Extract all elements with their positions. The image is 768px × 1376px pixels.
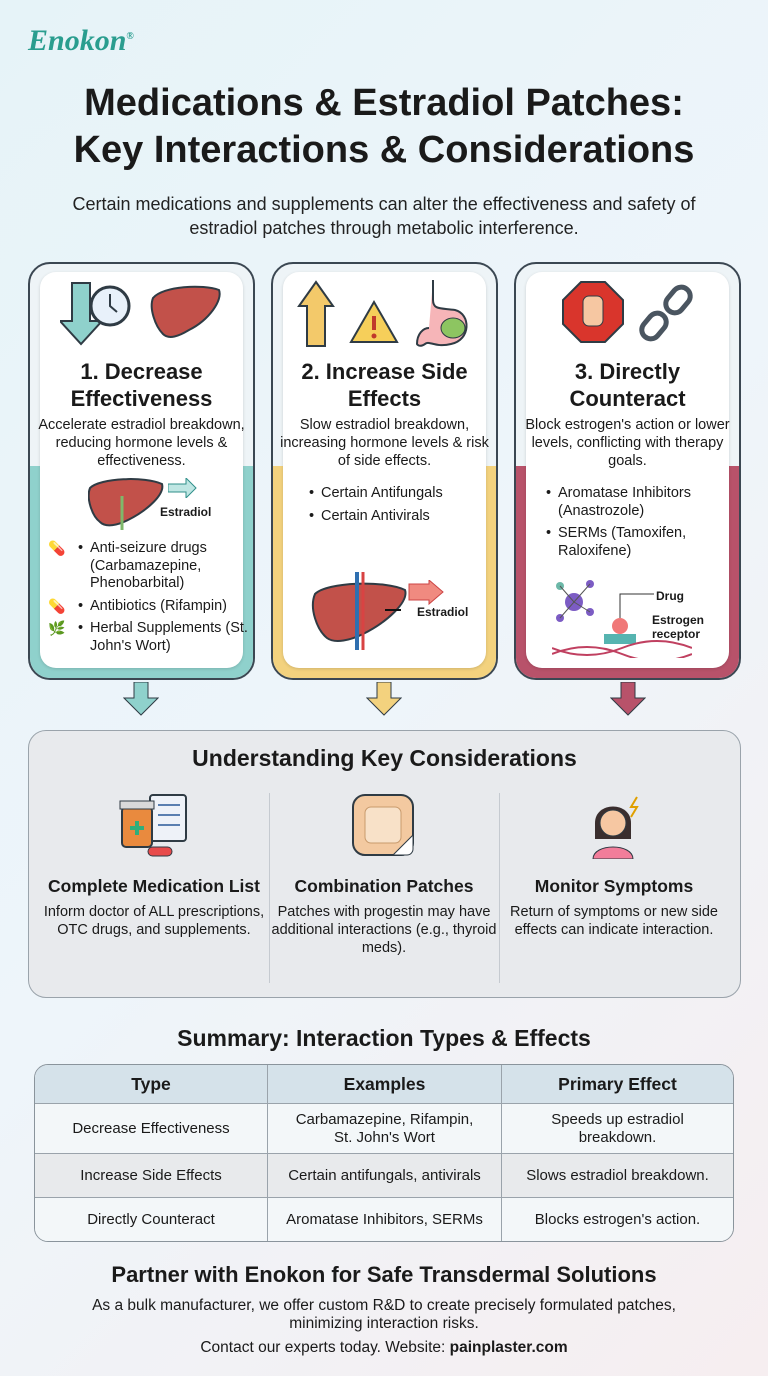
card-title: 1. Decrease Effectiveness: [70, 359, 213, 411]
up-arrow-icon: [296, 280, 335, 347]
down-arrow-clock-icon: [59, 282, 130, 346]
card-decrease-effectiveness: 1. Decrease Effectiveness Accelerate est…: [28, 262, 255, 680]
liver-icon: [311, 572, 407, 650]
broken-chain-icon: [638, 284, 693, 342]
pill-icon: 💊: [48, 540, 66, 556]
stop-hand-icon: [561, 281, 624, 343]
list-item: Aromatase Inhibitors (Anastrozole): [546, 485, 731, 520]
page-subtitle: Certain medications and supplements can …: [72, 194, 696, 238]
liver-icon: [150, 285, 221, 338]
molecule-receptor-icon: [552, 580, 692, 658]
footer-contact: Contact our experts today. Website: pain…: [200, 1339, 568, 1356]
liver-icon: [88, 478, 164, 530]
list-item: 💊Antibiotics (Rifampin): [48, 598, 248, 616]
page-title: Medications & Estradiol Patches:Key Inte…: [73, 82, 695, 171]
list-item: 🌿Herbal Supplements (St. John's Wort): [48, 620, 248, 655]
distressed-woman-icon: [592, 796, 639, 859]
website-link[interactable]: painplaster.com: [449, 1339, 568, 1356]
arrow-right-icon: [168, 478, 197, 498]
list-item: Certain Antifungals: [309, 485, 489, 503]
footer-text: As a bulk manufacturer, we offer custom …: [92, 1297, 676, 1332]
card-description: Slow estradiol breakdown, increasing hor…: [280, 417, 489, 469]
down-arrow-icon: [123, 682, 159, 716]
brand-logo: Enokon®: [28, 24, 134, 57]
patch-icon: [352, 794, 414, 856]
summary-title: Summary: Interaction Types & Effects: [177, 1025, 591, 1051]
card-directly-counteract: 3. Directly Counteract Block estrogen's …: [514, 262, 741, 680]
pill-bottle-list-icon: [119, 794, 187, 857]
down-arrow-icon: [366, 682, 402, 716]
down-arrow-icon: [610, 682, 646, 716]
footer-title: Partner with Enokon for Safe Transdermal…: [111, 1262, 657, 1287]
arrow-right-icon: [385, 580, 444, 611]
card-description: Block estrogen's action or lower levels,…: [525, 417, 730, 469]
stomach-icon: [415, 280, 467, 347]
considerations-panel: Understanding Key Considerations Complet…: [28, 730, 741, 998]
consideration-medication-list: Complete Medication List Inform doctor o…: [39, 791, 269, 991]
card-title: 3. Directly Counteract: [569, 359, 686, 411]
considerations-title: Understanding Key Considerations: [192, 745, 577, 771]
diagram-label: Estradiol: [417, 605, 469, 619]
list-item: Certain Antivirals: [309, 508, 489, 526]
card-increase-side-effects: 2. Increase Side Effects Slow estradiol …: [271, 262, 498, 680]
diagram-label-receptor: Estrogen receptor: [652, 613, 705, 641]
warning-icon: [348, 299, 399, 343]
list-item: SERMs (Tamoxifen, Raloxifene): [546, 525, 731, 560]
capsule-icon: 💊: [48, 597, 66, 614]
diagram-label: Drug: [656, 589, 684, 603]
herb-leaf-icon: 🌿: [48, 620, 66, 636]
consideration-monitor-symptoms: Monitor Symptoms Return of symptoms or n…: [499, 791, 729, 991]
card-title: 2. Increase Side Effects: [301, 359, 468, 411]
list-item: 💊Anti-seizure drugs (Carbamazepine, Phen…: [48, 540, 248, 593]
consideration-combination-patches: Combination Patches Patches with progest…: [269, 791, 499, 991]
diagram-label: Estradiol: [160, 505, 212, 519]
card-description: Accelerate estradiol breakdown, reducing…: [38, 417, 245, 469]
